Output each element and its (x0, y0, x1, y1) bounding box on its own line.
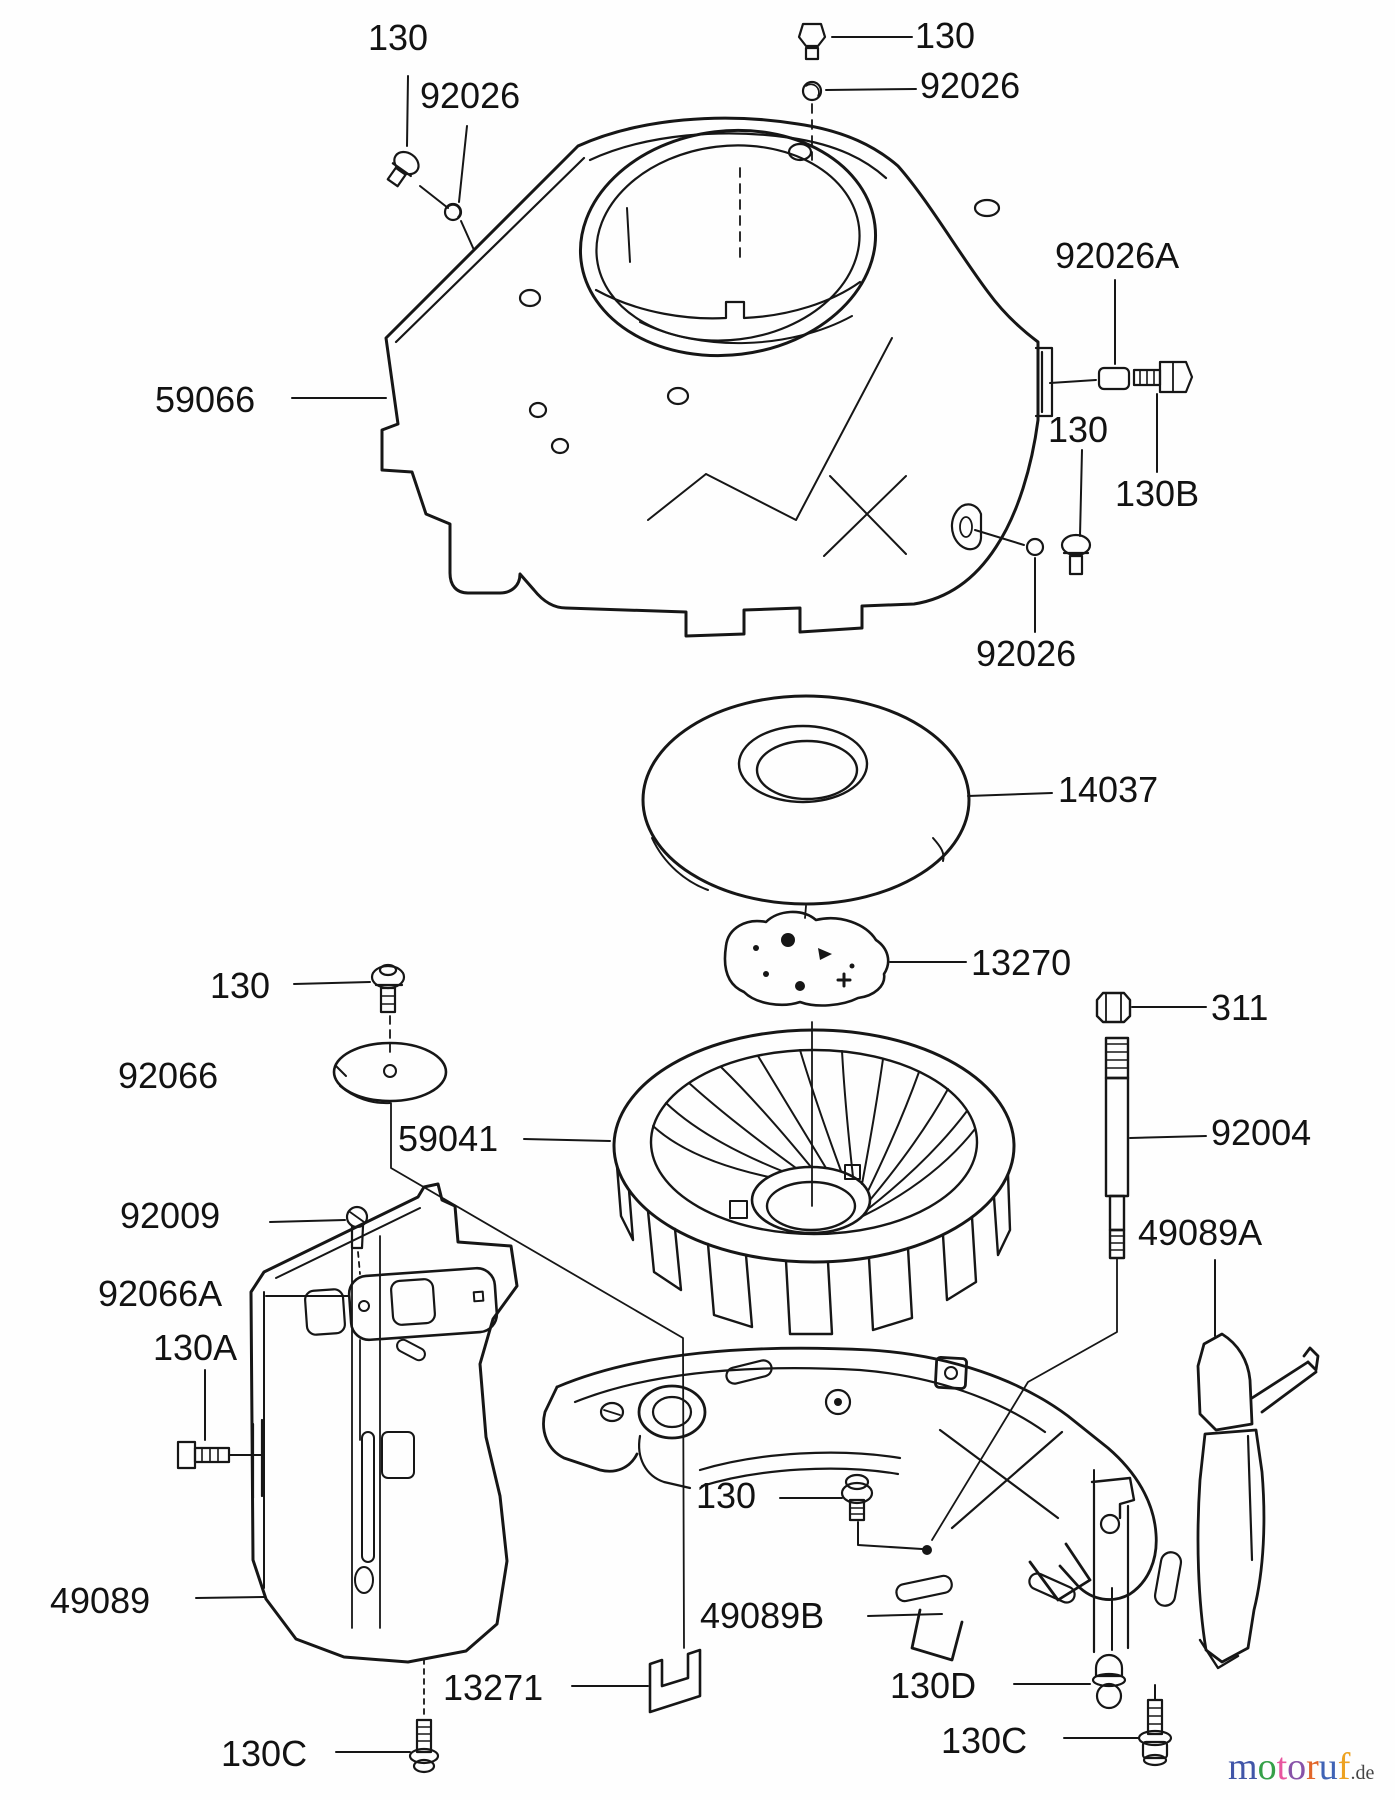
part-label-14037: 14037 (1058, 769, 1159, 810)
part-label-92026A: 92026A (1055, 235, 1180, 276)
clip-13271 (648, 1648, 702, 1714)
part-label-92066: 92066 (118, 1055, 219, 1096)
plate-13270 (723, 910, 890, 1007)
part-label-130-top-right: 130 (915, 15, 976, 56)
tag-plate-92066A (347, 1266, 499, 1342)
part-label-130C-left: 130C (221, 1733, 308, 1774)
part-label-92009: 92009 (120, 1195, 221, 1236)
part-label-130A: 130A (153, 1327, 238, 1368)
flywheel-fan-59041 (612, 1028, 1016, 1336)
part-label-130-top-left: 130 (368, 17, 429, 58)
right-baffle-49089A (1090, 1332, 1320, 1670)
motoruf-watermark: motoruf.de (1228, 1748, 1374, 1786)
watermark-letter: o (1287, 1746, 1307, 1788)
center-baffle-49089B (542, 1346, 1158, 1662)
left-shroud-49089 (249, 1182, 519, 1664)
part-label-59041: 59041 (398, 1118, 499, 1159)
washer-disc-92066 (332, 1041, 448, 1105)
watermark-suffix: .de (1350, 1762, 1375, 1784)
watermark-letter: o (1257, 1746, 1277, 1788)
part-label-130B: 130B (1115, 473, 1200, 514)
watermark-letter: u (1318, 1746, 1338, 1788)
part-label-92066A: 92066A (98, 1273, 223, 1314)
watermark-letter: t (1276, 1746, 1288, 1788)
part-label-130-left: 130 (210, 965, 271, 1006)
part-label-59066: 59066 (155, 379, 256, 420)
part-label-13271: 13271 (443, 1667, 544, 1708)
part-label-130-right: 130 (1048, 409, 1109, 450)
part-label-92026-mid-right: 92026 (976, 633, 1077, 674)
blower-housing-59066 (380, 116, 1054, 638)
part-label-49089: 49089 (50, 1580, 151, 1621)
part-label-130C-right: 130C (941, 1720, 1028, 1761)
part-label-92026-top-left: 92026 (420, 75, 521, 116)
part-label-49089A: 49089A (1138, 1212, 1263, 1253)
part-label-92026-top-right: 92026 (920, 65, 1021, 106)
stud-92004 (1095, 991, 1132, 1260)
assembly-centerlines (357, 103, 1118, 1715)
watermark-letter: f (1337, 1746, 1351, 1788)
fasteners (176, 22, 1194, 1774)
watermark-letter: m (1228, 1746, 1258, 1788)
watermark-letter: r (1306, 1746, 1319, 1788)
part-label-92004: 92004 (1211, 1112, 1312, 1153)
part-label-130-bottom: 130 (696, 1475, 757, 1516)
part-label-130D: 130D (890, 1665, 977, 1706)
fan-cover-14037 (641, 694, 971, 906)
part-label-13270: 13270 (971, 942, 1072, 983)
part-label-311: 311 (1211, 987, 1269, 1028)
part-label-49089B: 49089B (700, 1595, 825, 1636)
